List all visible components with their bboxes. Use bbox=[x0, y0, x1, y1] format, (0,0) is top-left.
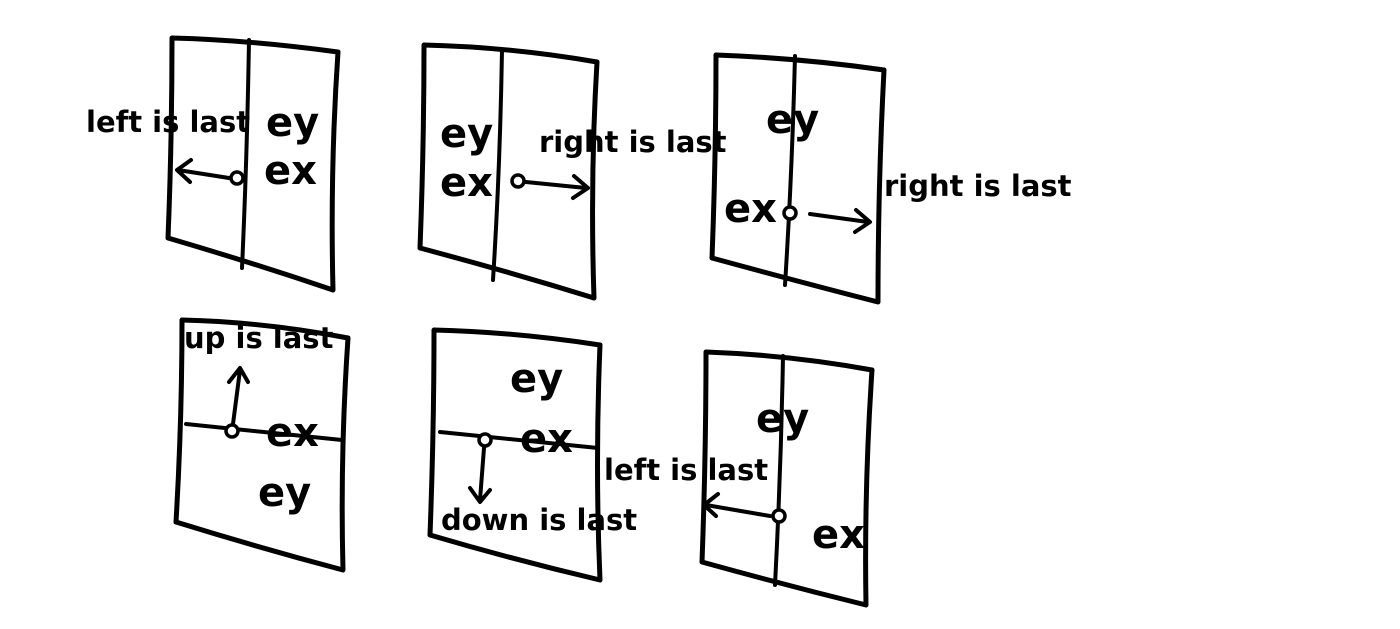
panel-1-caption: left is last bbox=[86, 105, 250, 139]
panel-1-vertical-axis bbox=[240, 38, 251, 270]
panel-4-arrow-up bbox=[227, 366, 250, 426]
panel-1-ex-label: ex bbox=[264, 148, 317, 194]
panel-2-ex-label: ex bbox=[440, 160, 493, 206]
panel-3-vertical-axis bbox=[783, 54, 797, 287]
panel-6-ey-label: ey bbox=[756, 396, 809, 442]
panel-6-arrow-left bbox=[702, 492, 772, 518]
panel-4: ex ey up is last bbox=[173, 317, 351, 573]
panel-1-ey-label: ey bbox=[266, 100, 319, 146]
panel-2: ey ex right is last bbox=[417, 42, 727, 301]
panel-5: ey ex down is last bbox=[427, 327, 637, 583]
panel-3: ey ex right is last bbox=[709, 52, 1072, 305]
panel-5-ex-label: ex bbox=[520, 416, 573, 462]
panel-6-frame bbox=[699, 349, 875, 608]
panel-2-caption: right is last bbox=[539, 125, 727, 159]
panel-5-origin bbox=[477, 432, 493, 448]
panel-6-ex-label: ex bbox=[812, 512, 865, 558]
panel-6-vertical-axis bbox=[773, 354, 785, 587]
panel-1: ey ex left is last bbox=[86, 35, 341, 293]
panel-1-frame bbox=[165, 35, 341, 293]
panel-3-caption: right is last bbox=[884, 169, 1072, 203]
panel-3-arrow-right bbox=[808, 208, 872, 234]
panel-4-ey-label: ey bbox=[258, 470, 311, 516]
panel-5-caption: down is last bbox=[441, 503, 637, 537]
panel-1-origin bbox=[229, 170, 245, 186]
panel-2-arrow-right bbox=[524, 174, 590, 200]
panel-4-ex-label: ex bbox=[266, 410, 319, 456]
panel-3-frame bbox=[709, 52, 887, 305]
panel-3-ey-label: ey bbox=[766, 97, 819, 143]
panel-2-frame bbox=[417, 42, 600, 301]
panel-6-caption: left is last bbox=[604, 453, 768, 487]
panel-4-caption: up is last bbox=[184, 321, 334, 355]
panel-5-horizontal-axis bbox=[438, 430, 600, 450]
panel-6-origin bbox=[771, 508, 787, 524]
panel-5-frame bbox=[427, 327, 603, 583]
panel-2-origin bbox=[510, 173, 526, 189]
panel-3-ex-label: ex bbox=[724, 186, 777, 232]
panel-3-origin bbox=[782, 205, 798, 221]
panel-1-arrow-left bbox=[175, 158, 231, 184]
panel-2-vertical-axis bbox=[491, 48, 504, 282]
panel-4-horizontal-axis bbox=[184, 422, 344, 442]
panel-5-ey-label: ey bbox=[510, 356, 563, 402]
panel-2-ey-label: ey bbox=[440, 111, 493, 157]
panel-4-frame bbox=[173, 317, 351, 573]
panel-4-origin bbox=[224, 423, 240, 439]
panel-5-arrow-down bbox=[468, 446, 492, 504]
panel-6: ey ex left is last bbox=[604, 349, 875, 608]
